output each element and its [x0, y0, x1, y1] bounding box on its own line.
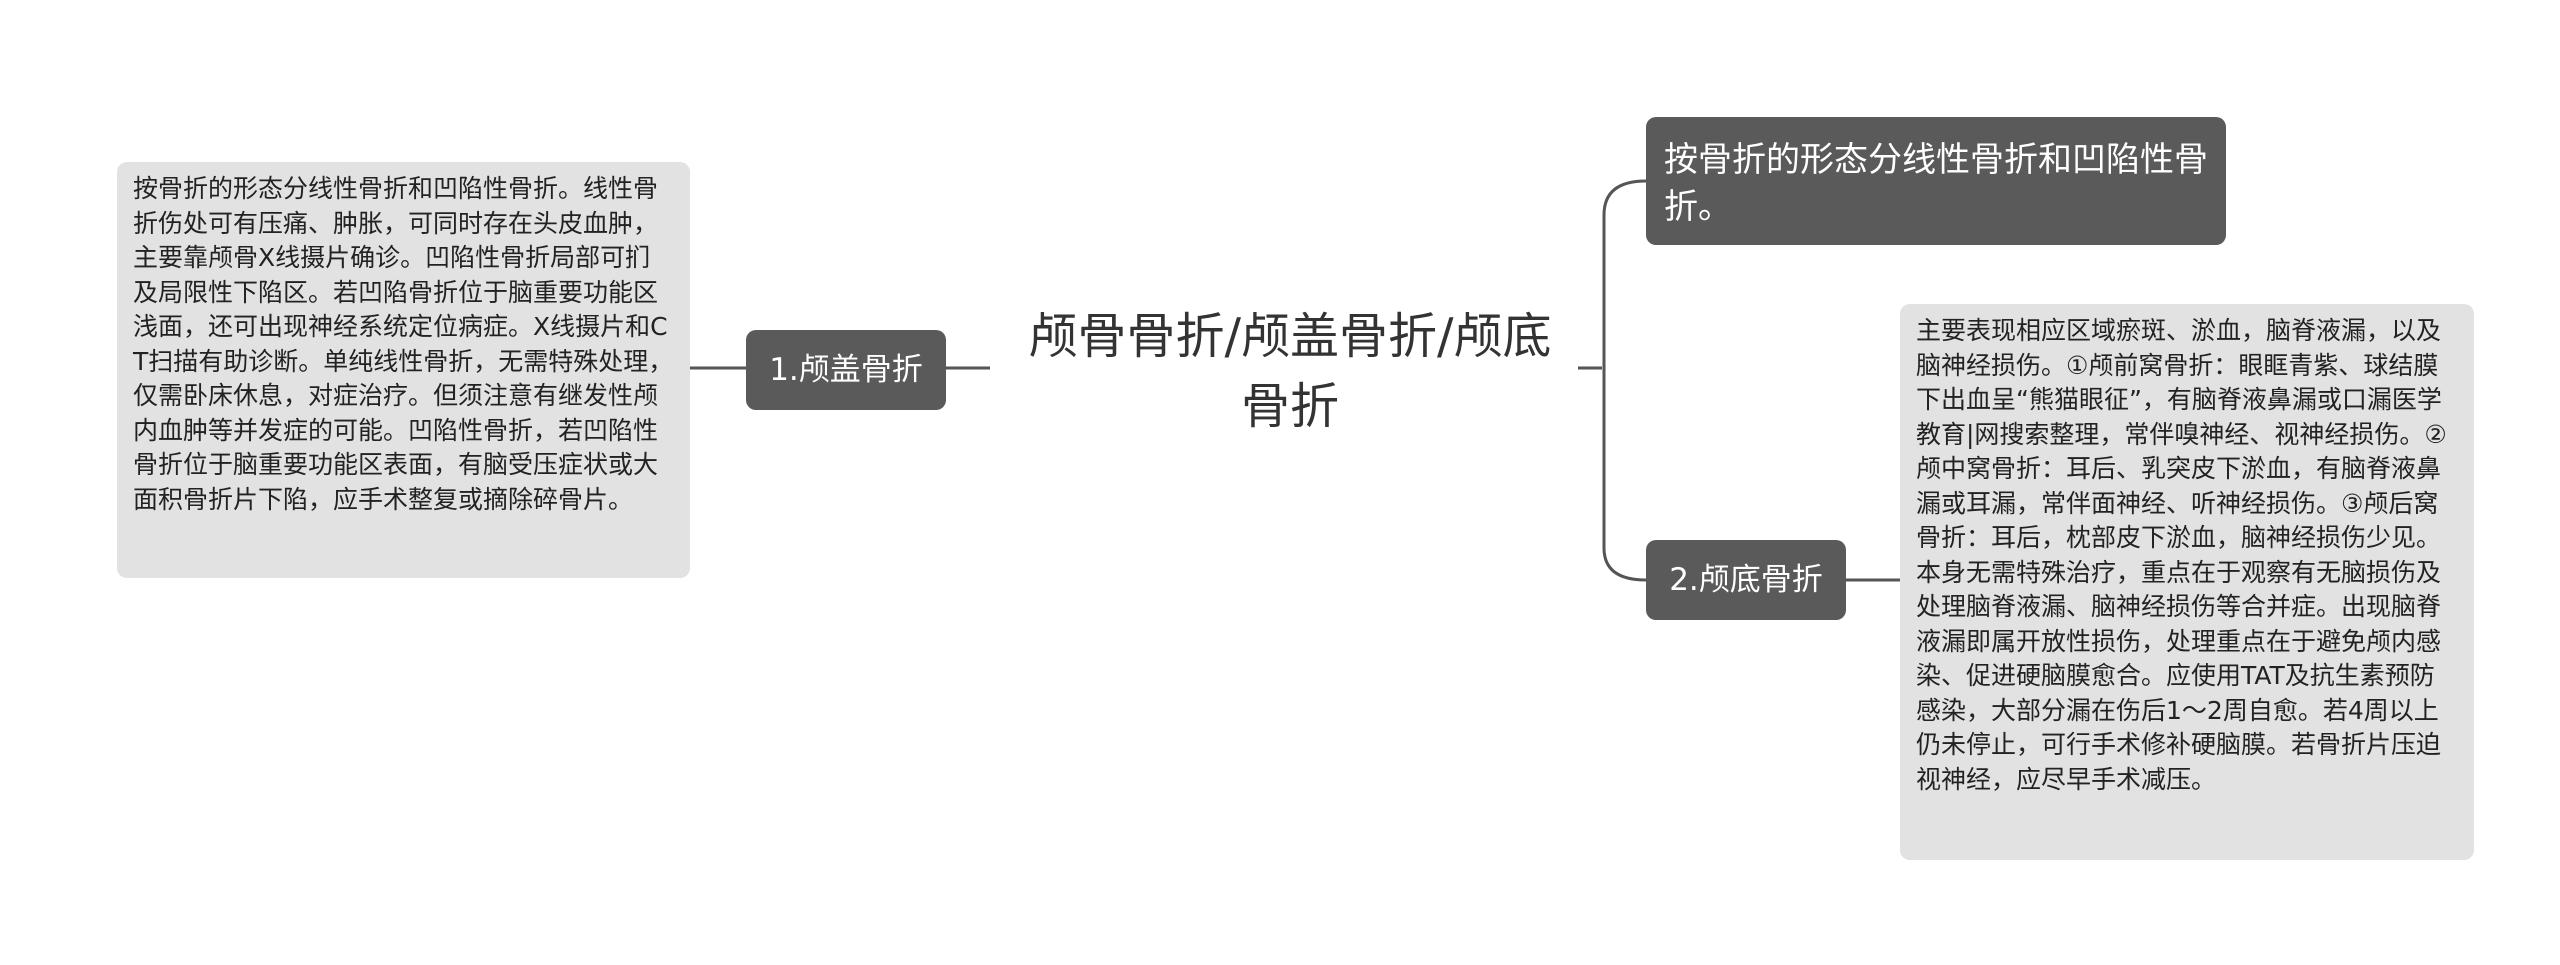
connector-right-trunk	[1602, 179, 1647, 582]
note-text: 按骨折的形态分线性骨折和凹陷性骨折。线性骨折伤处可有压痛、肿胀，可同时存在头皮血…	[133, 174, 674, 514]
note-skull-base-fracture-detail[interactable]: 主要表现相应区域瘀斑、淤血，脑脊液漏，以及脑神经损伤。①颅前窝骨折：眼眶青紫、球…	[1900, 304, 2474, 860]
branch-label: 1.颅盖骨折	[769, 352, 923, 388]
note-skull-vault-fracture-detail[interactable]: 按骨折的形态分线性骨折和凹陷性骨折。线性骨折伤处可有压痛、肿胀，可同时存在头皮血…	[117, 162, 690, 578]
root-topic-title: 颅骨骨折/颅盖骨折/颅底骨折	[1028, 308, 1552, 435]
branch-skull-base-fracture[interactable]: 2.颅底骨折	[1646, 540, 1846, 620]
branch-skull-vault-fracture[interactable]: 1.颅盖骨折	[746, 330, 946, 410]
root-topic[interactable]: 颅骨骨折/颅盖骨折/颅底骨折	[1010, 302, 1570, 442]
topic-text: 按骨折的形态分线性骨折和凹陷性骨折。	[1664, 140, 2208, 227]
branch-label: 2.颅底骨折	[1669, 562, 1823, 598]
topic-fracture-morphology[interactable]: 按骨折的形态分线性骨折和凹陷性骨折。	[1646, 117, 2226, 245]
note-text: 主要表现相应区域瘀斑、淤血，脑脊液漏，以及脑神经损伤。①颅前窝骨折：眼眶青紫、球…	[1916, 316, 2447, 794]
